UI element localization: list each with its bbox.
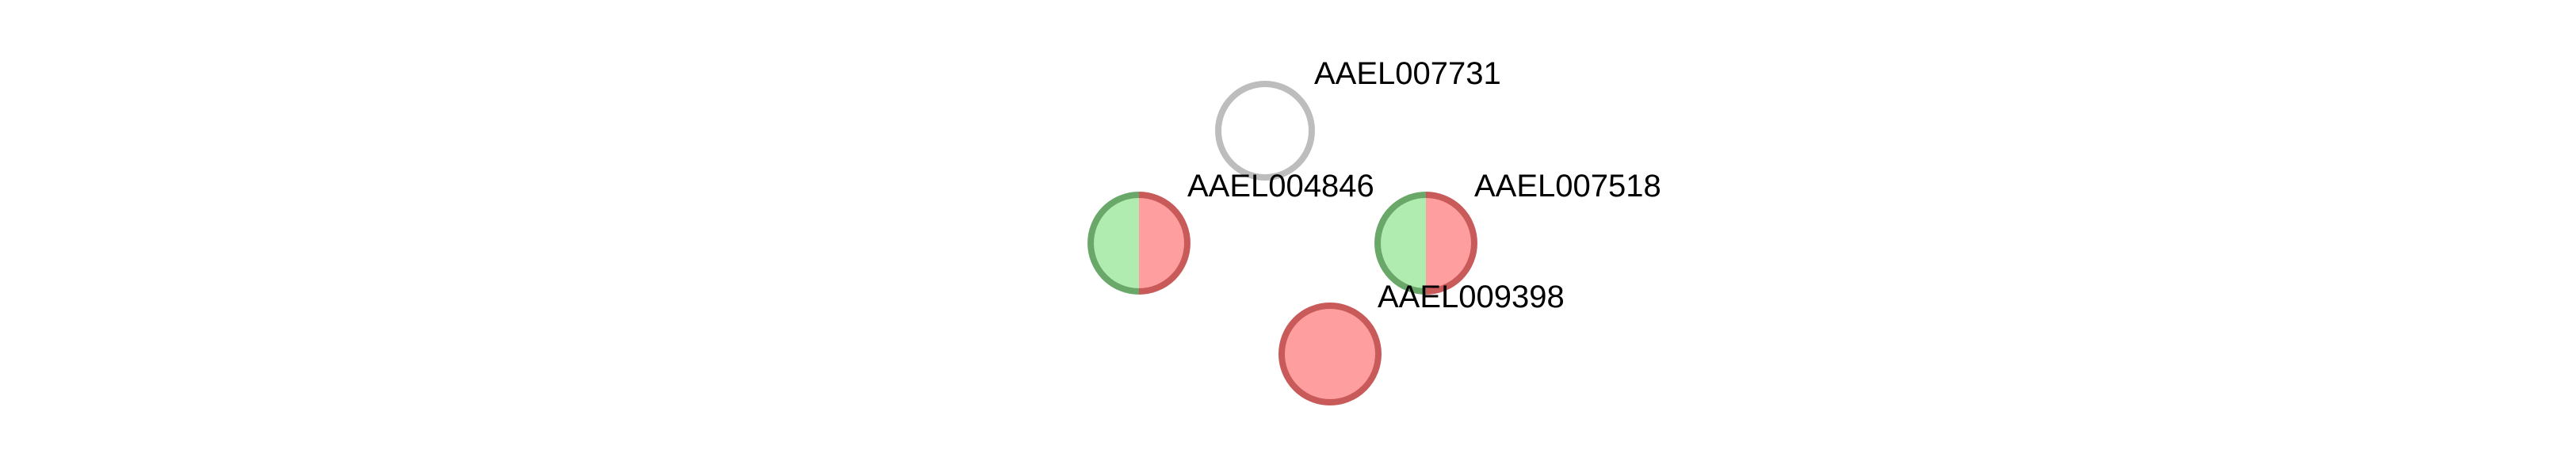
node-aael004846-border-right xyxy=(1138,192,1191,295)
node-aael004846-border-left xyxy=(1087,192,1140,295)
node-aael004846[interactable]: AAEL004846 xyxy=(1087,169,1374,295)
node-aael004846-left-half xyxy=(1091,195,1139,291)
node-aael007518-label: AAEL007518 xyxy=(1474,169,1661,204)
node-aael007518-right-half xyxy=(1426,195,1474,291)
node-aael007518-left-half xyxy=(1378,195,1426,291)
node-aael004846-label: AAEL004846 xyxy=(1187,169,1374,204)
node-aael007731-label: AAEL007731 xyxy=(1314,56,1501,91)
node-aael009398-circle xyxy=(1278,303,1382,405)
node-aael007731-circle xyxy=(1215,81,1315,181)
node-aael009398[interactable]: AAEL009398 xyxy=(1278,280,1565,405)
node-aael007518-border-left xyxy=(1374,192,1427,295)
node-aael004846-right-half xyxy=(1139,195,1187,291)
node-aael007518[interactable]: AAEL007518 xyxy=(1374,169,1661,295)
node-aael007518-border-right xyxy=(1425,192,1477,295)
node-aael009398-label: AAEL009398 xyxy=(1378,280,1565,314)
node-aael007731[interactable]: AAEL007731 xyxy=(1215,56,1501,181)
